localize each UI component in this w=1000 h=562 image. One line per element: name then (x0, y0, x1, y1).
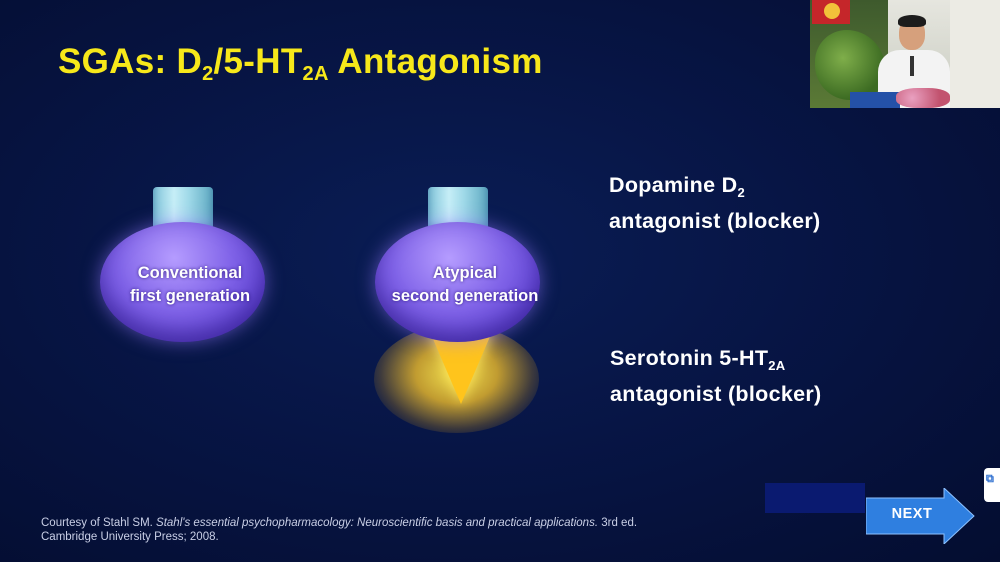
edge-widget[interactable]: ⧉ (984, 468, 1000, 502)
next-arrow-icon (866, 488, 975, 544)
next-button[interactable]: NEXT (866, 488, 976, 544)
drug-bulb: Conventional first generation (100, 222, 265, 342)
citation-text: Courtesy of Stahl SM. Stahl's essential … (41, 517, 638, 543)
widget-icon: ⧉ (986, 473, 994, 485)
dopamine-mechanism-label: Dopamine D2 antagonist (blocker) (609, 173, 821, 233)
drug-label: Conventional first generation (129, 264, 251, 305)
atypical-drug-diagram: Atypical second generation (370, 180, 550, 433)
next-label: NEXT (891, 506, 933, 522)
presenter-video-thumbnail[interactable] (810, 0, 1000, 108)
slide-title: SGAs: D2/5-HT2A Antagonism (58, 42, 543, 85)
drug-bulb: Atypical second generation (375, 222, 540, 342)
serotonin-blocker-spike (430, 332, 492, 404)
overlay-box (765, 483, 865, 513)
conventional-drug-diagram: Conventional first generation (95, 180, 275, 420)
serotonin-mechanism-label: Serotonin 5-HT2A antagonist (blocker) (610, 346, 822, 406)
drug-label: Atypical second generation (391, 264, 539, 305)
